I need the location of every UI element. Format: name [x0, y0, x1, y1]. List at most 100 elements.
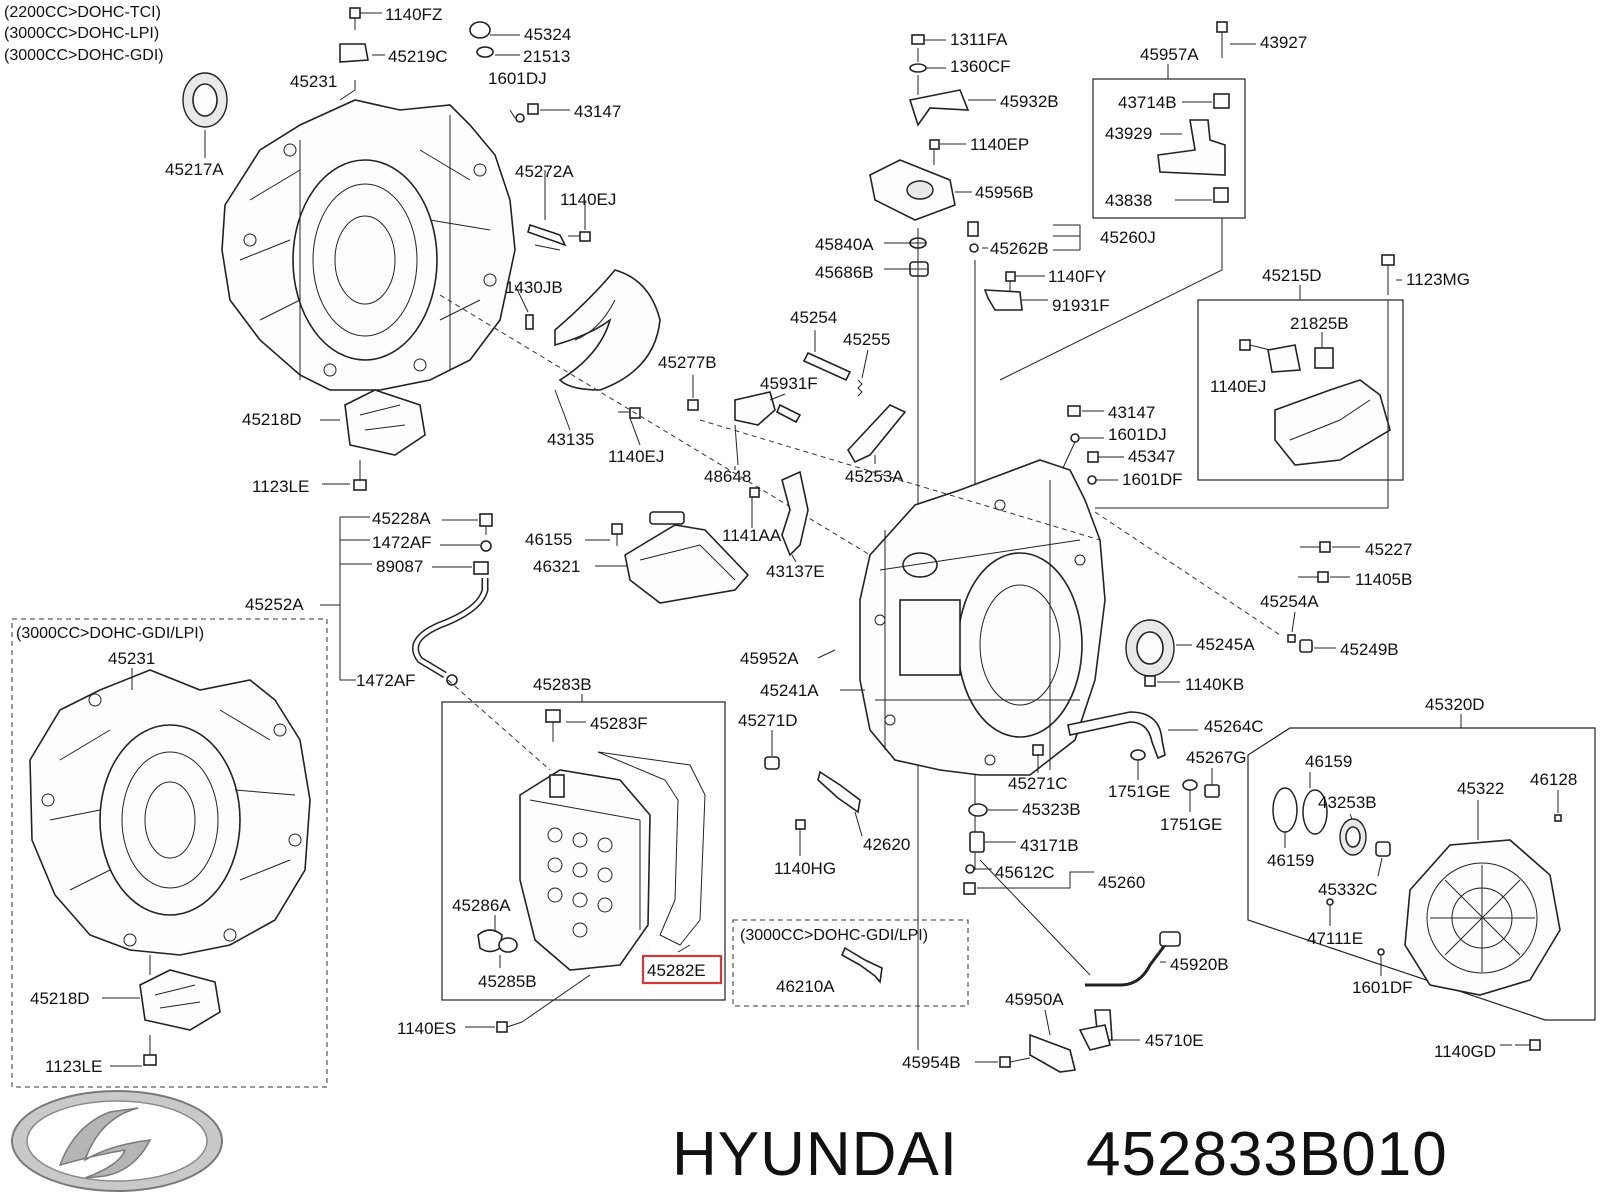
label-45231-b: 45231	[108, 649, 155, 668]
label-1140fy: 1140FY	[1048, 267, 1106, 286]
bolt-1140ep	[929, 139, 940, 165]
label-91931f: 91931F	[1052, 296, 1110, 315]
engine-note-1: (2200CC>DOHC-TCI)	[4, 4, 161, 21]
link-48648	[734, 424, 739, 466]
label-45282e: 45282E	[647, 961, 706, 980]
filter-46321	[624, 511, 750, 604]
group-box-45320d	[1247, 727, 1596, 1021]
label-47111e: 47111E	[1307, 929, 1363, 948]
label-45957a: 45957A	[1140, 45, 1199, 64]
label-45264c: 45264C	[1204, 717, 1264, 736]
nut-1311fa	[911, 34, 925, 45]
label-46159-a: 46159	[1305, 752, 1352, 771]
pin-46128	[1554, 814, 1562, 822]
engine-note-2: (3000CC>DOHC-LPI)	[4, 25, 159, 42]
label-1601df-2: 1601DF	[1352, 978, 1412, 997]
label-45227: 45227	[1365, 540, 1412, 559]
label-43838: 43838	[1105, 191, 1152, 210]
label-45323b: 45323B	[1022, 800, 1081, 819]
bracket-45219c	[339, 43, 369, 63]
label-21513: 21513	[523, 47, 570, 66]
label-1140fz: 1140FZ	[385, 5, 442, 24]
label-45686b: 45686B	[815, 263, 874, 282]
label-45245a: 45245A	[1196, 635, 1255, 654]
brand-name: HYUNDAI	[672, 1120, 958, 1189]
mount-45218d-a	[344, 389, 426, 456]
oring-1601df	[1087, 475, 1097, 485]
label-1140ej-b: 1140EJ	[608, 447, 664, 466]
label-43147-a: 43147	[574, 102, 621, 121]
fitting-43171b	[969, 831, 985, 853]
oring-46159-a	[1272, 787, 1298, 833]
label-1140ep: 1140EP	[970, 135, 1029, 154]
baffle-43137e	[781, 470, 809, 557]
hyundai-logo	[11, 1090, 223, 1192]
bracket-45950a	[1029, 1033, 1076, 1073]
highlight-box	[641, 954, 723, 985]
label-1140gd: 1140GD	[1434, 1042, 1496, 1061]
nut-43838	[1213, 187, 1229, 203]
plug-45260	[963, 882, 976, 895]
transaxle-housing-variant	[29, 669, 311, 956]
plug-45262b	[967, 221, 979, 253]
transaxle-case-45241a	[859, 459, 1106, 776]
label-45283f: 45283F	[590, 714, 648, 733]
label-43147-b: 43147	[1108, 403, 1155, 422]
bracket-91931f	[983, 289, 1023, 311]
bolt-1140ej-c	[1239, 339, 1271, 351]
pin-47111e	[1326, 898, 1334, 906]
bolt-1140hg	[795, 819, 806, 845]
label-1360cf: 1360CF	[950, 57, 1010, 76]
bracket-21825b	[1314, 347, 1334, 369]
bolt-1140fz	[349, 7, 361, 30]
connector-89087	[473, 561, 489, 575]
gasket-45282e	[597, 751, 706, 946]
label-45254: 45254	[790, 308, 837, 327]
label-45249b: 45249B	[1340, 640, 1399, 659]
label-45255: 45255	[843, 330, 890, 349]
bolt-1123le-a	[353, 460, 367, 491]
label-48648: 48648	[704, 467, 751, 486]
plug-45324	[469, 21, 491, 39]
cable-45920b	[1085, 931, 1181, 1041]
label-45322: 45322	[1457, 779, 1504, 798]
label-45612c: 45612C	[995, 863, 1055, 882]
label-43714b: 43714B	[1118, 93, 1177, 112]
label-45347: 45347	[1128, 447, 1175, 466]
plug-45267g	[1204, 784, 1220, 798]
oring-1601dj-b	[1070, 433, 1080, 443]
label-45260: 45260	[1098, 873, 1145, 892]
bolt-45283f	[545, 709, 561, 742]
bolt-1140ej-a	[568, 231, 591, 242]
label-1601df: 1601DF	[1122, 470, 1182, 489]
oring-45285b	[498, 937, 518, 953]
clip-1472af-a	[480, 540, 492, 552]
label-45241a: 45241A	[760, 681, 819, 700]
label-1141aa: 1141AA	[722, 526, 782, 545]
pipe-45264c	[1067, 711, 1166, 760]
label-45283b: 45283B	[533, 675, 592, 694]
label-45271c: 45271C	[1008, 774, 1068, 793]
plug-43147b	[1067, 405, 1081, 417]
bolt-1141aa	[749, 487, 760, 498]
oring-1601dj-a	[515, 113, 525, 123]
valve-46210a	[840, 946, 883, 984]
shaft-45254	[802, 351, 852, 382]
oring-46159-b	[1302, 789, 1328, 835]
label-46155: 46155	[525, 530, 572, 549]
pin-45271c	[1032, 744, 1044, 756]
label-1472af-b: 1472AF	[356, 671, 416, 690]
label-45956b: 45956B	[975, 183, 1034, 202]
label-45267g: 45267G	[1186, 748, 1247, 767]
label-45231-a: 45231	[290, 72, 337, 91]
label-46159-b: 46159	[1267, 851, 1314, 870]
bolt-1140fy	[1005, 271, 1016, 292]
transaxle-housing-upper	[221, 99, 516, 391]
label-1123le-a: 1123LE	[252, 477, 309, 496]
bracket-43929	[1157, 119, 1226, 176]
label-45254a: 45254A	[1260, 592, 1319, 611]
label-45277b: 45277B	[658, 353, 717, 372]
oring-1751ge-b	[1182, 779, 1198, 791]
bolt-1140kb	[1144, 675, 1156, 687]
